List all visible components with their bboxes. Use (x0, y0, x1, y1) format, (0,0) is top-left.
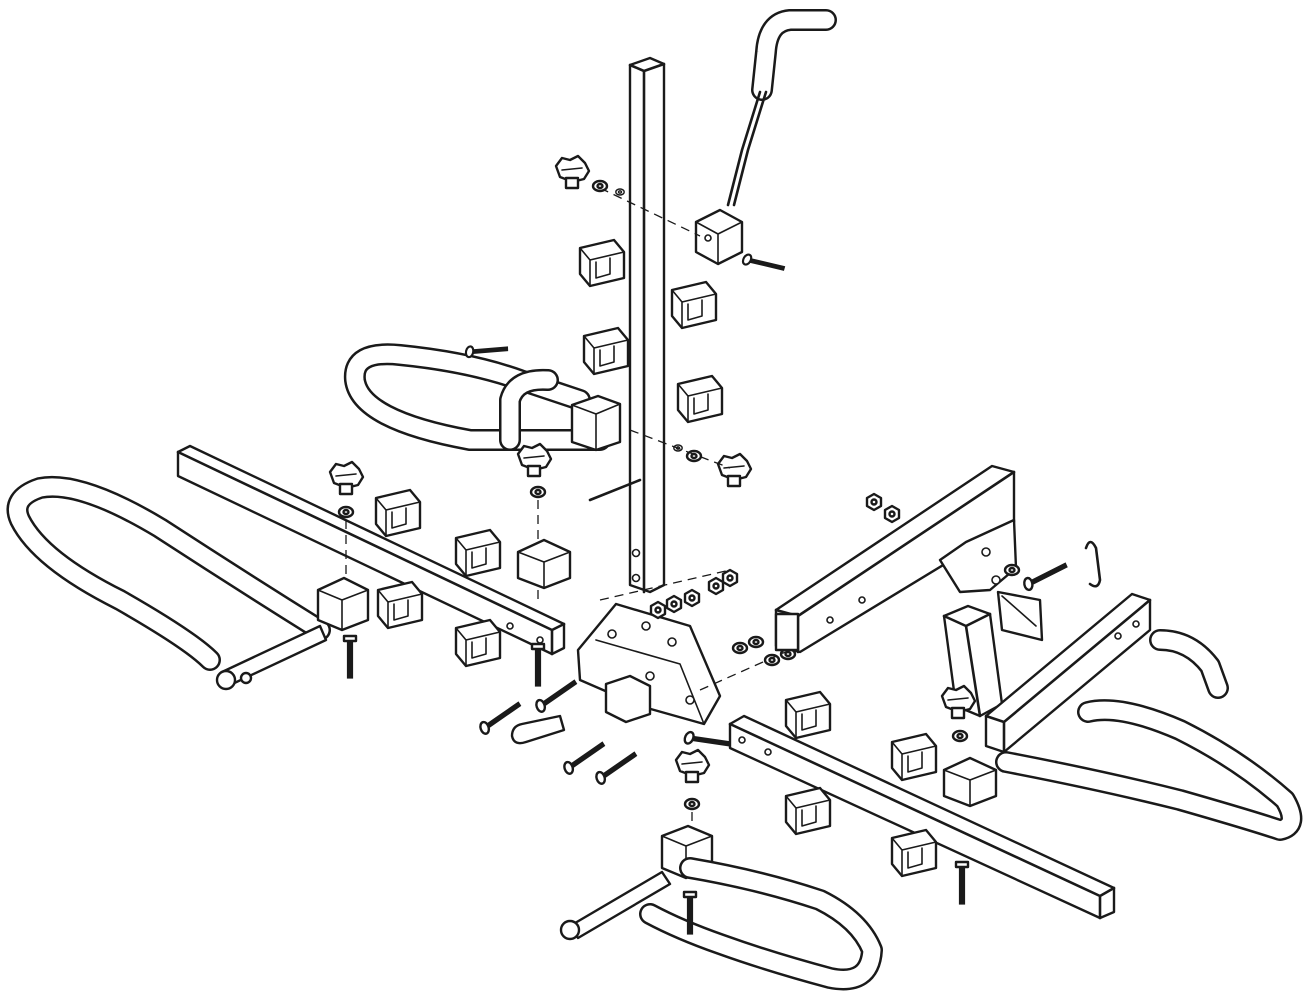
right-lower-crossbar (728, 714, 1116, 920)
left-knob-2 (516, 442, 553, 478)
receiver-bolt (1020, 561, 1071, 592)
left-strap-clip-3 (376, 580, 424, 630)
left-knob-1 (328, 460, 365, 496)
left-washer-1 (337, 505, 355, 519)
axis-line (699, 649, 791, 691)
receiver-nut-1 (865, 492, 883, 512)
axis-line (599, 569, 731, 601)
plate-nut-3 (683, 588, 701, 608)
front-knob (674, 748, 711, 784)
right-cradle-bracket (942, 756, 998, 808)
mast-knob-lower (716, 452, 753, 488)
right-strap-clip-1 (784, 690, 832, 740)
right-vertical-bolt (954, 860, 970, 906)
front-wheel-loop (559, 857, 883, 991)
center-mounting-plate (576, 602, 722, 726)
right-post-knob (940, 684, 977, 720)
right-wheel-loop (995, 629, 1303, 841)
mast-clip-1 (578, 238, 626, 288)
left-strap-clip-2 (454, 528, 502, 578)
mast-washer-small-upper (615, 188, 625, 196)
mast-clip-4 (676, 374, 724, 424)
handle-bracket (694, 208, 744, 266)
front-washer (683, 797, 701, 811)
receiver-nut-2 (883, 504, 901, 524)
left-vertical-bolt-1 (342, 634, 358, 680)
plate-nut-2 (665, 594, 683, 614)
plate-washer-1 (731, 641, 749, 655)
right-strap-bracket (996, 590, 1044, 642)
plate-nut-4 (707, 576, 725, 596)
left-crossbar (176, 444, 566, 656)
right-strap-clip-3 (784, 786, 832, 836)
vertical-mast (628, 56, 666, 594)
hitch-clip-pin (1084, 540, 1102, 588)
right-upper-crossbar (984, 592, 1152, 754)
axis-line (629, 429, 731, 469)
bracket-bolt (740, 245, 787, 284)
right-post-washer (951, 729, 969, 743)
left-cradle-bracket-2 (516, 538, 572, 590)
axis-line (599, 187, 701, 237)
left-strap-clip-1 (374, 488, 422, 538)
left-strap-clip-4 (454, 618, 502, 668)
plate-nut-5 (721, 568, 739, 588)
left-wheel-loop (6, 475, 331, 691)
mast-clip-3 (582, 326, 630, 376)
right-strap-clip-2 (890, 732, 938, 782)
receiver-washer (1003, 563, 1021, 577)
plate-washer-2 (747, 635, 765, 649)
plate-bolt-3 (559, 740, 611, 777)
plate-bolt-4 (591, 750, 643, 787)
left-washer-2 (529, 485, 547, 499)
plate-nut-1 (649, 600, 667, 620)
crank-handle (726, 9, 837, 207)
rear-loop-bracket (570, 394, 622, 452)
mast-knob-upper (554, 154, 591, 190)
right-strap-clip-4 (890, 828, 938, 878)
mast-clip-2 (670, 280, 718, 330)
mast-washer-upper (591, 179, 609, 193)
rear-wheel-loop (343, 343, 642, 502)
hitch-pin (510, 714, 566, 745)
left-cradle-bracket-1 (316, 576, 370, 632)
